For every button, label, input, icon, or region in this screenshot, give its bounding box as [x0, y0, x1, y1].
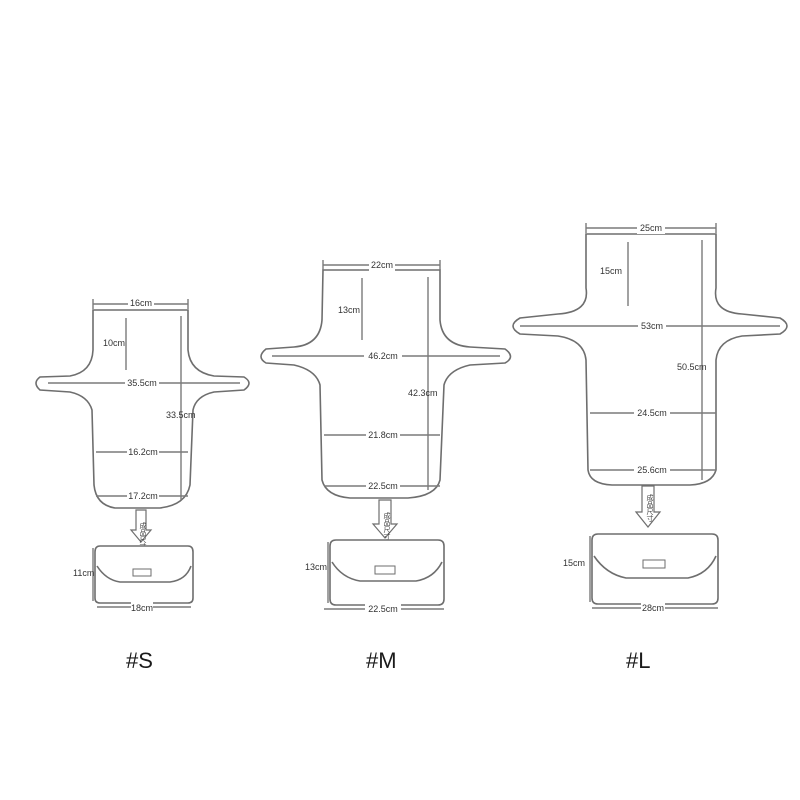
size-m-arm-span: 46.2cm: [368, 351, 398, 361]
size-l-bag-clasp: [642, 559, 666, 569]
size-s-arm-label-bg: [125, 377, 159, 389]
size-s-mid-label-bg: [127, 446, 159, 458]
size-l-bag-height: 15cm: [563, 558, 585, 568]
size-m-group: 22cm 13cm 46.2cm 42.3cm 21.8cm 22.5cm 成品…: [260, 259, 512, 673]
size-l-bottom-width: 25.6cm: [637, 465, 667, 475]
size-m-bag-height: 13cm: [305, 562, 327, 572]
size-s-arrow-text: 成品尺寸: [139, 521, 147, 550]
size-m-bottom-width: 22.5cm: [368, 481, 398, 491]
size-s-down-arrow: [129, 509, 153, 543]
size-l-top-width: 25cm: [640, 223, 662, 233]
size-m-bottom-label-bg: [366, 480, 400, 492]
size-l-arrow-text: 成品尺寸: [646, 493, 654, 522]
size-s-height: 33.5cm: [166, 410, 196, 420]
size-l-neck-depth: 15cm: [600, 266, 622, 276]
size-l-mid-label-bg: [634, 407, 670, 419]
size-l-form-outline: [512, 233, 788, 486]
size-m-neck-depth: 13cm: [338, 305, 360, 315]
size-l-down-arrow: [634, 485, 662, 528]
size-m-down-arrow: [371, 499, 399, 539]
size-s-top-label-bg: [128, 297, 154, 309]
size-l-arm-span: 53cm: [641, 321, 663, 331]
size-m-bag-width-label-bg: [365, 603, 401, 615]
size-l-height: 50.5cm: [677, 362, 707, 372]
size-s-label: #S: [126, 648, 153, 673]
size-m-top-width: 22cm: [371, 260, 393, 270]
size-m-mid-label-bg: [366, 429, 400, 441]
size-s-bag-width-label-bg: [131, 602, 153, 614]
size-s-neck-depth: 10cm: [103, 338, 125, 348]
size-m-label: #M: [366, 648, 397, 673]
size-m-arm-label-bg: [364, 350, 402, 362]
size-s-top-width: 16cm: [130, 298, 152, 308]
size-s-bag-clasp: [132, 568, 152, 577]
size-s-group: 16cm 10cm 35.5cm 33.5cm 16.2cm 17.2cm 成品…: [35, 297, 250, 673]
size-l-top-label-bg: [637, 222, 665, 234]
size-l-bottom-label-bg: [634, 464, 670, 476]
size-s-bottom-width: 17.2cm: [128, 491, 158, 501]
size-m-top-label-bg: [369, 259, 395, 271]
size-m-height: 42.3cm: [408, 388, 438, 398]
size-s-bottom-label-bg: [127, 490, 159, 502]
size-s-arm-span: 35.5cm: [127, 378, 157, 388]
size-l-arm-label-bg: [638, 320, 666, 332]
size-l-group: 25cm 15cm 53cm 50.5cm 24.5cm 25.6cm 成品尺寸…: [512, 222, 788, 673]
size-l-mid-width: 24.5cm: [637, 408, 667, 418]
size-l-bag-width: 28cm: [642, 603, 664, 613]
size-l-label: #L: [626, 648, 650, 673]
size-s-bag-height: 11cm: [73, 568, 94, 578]
size-m-bag-clasp: [374, 565, 396, 575]
size-s-form-outline: [35, 309, 250, 509]
size-m-form-outline: [260, 269, 512, 499]
size-s-bag-width: 18cm: [131, 603, 153, 613]
size-m-mid-width: 21.8cm: [368, 430, 398, 440]
size-m-bag-width: 22.5cm: [368, 604, 398, 614]
size-m-arrow-text: 成品尺寸: [383, 511, 391, 540]
size-l-bag-width-label-bg: [641, 602, 665, 614]
size-s-mid-width: 16.2cm: [128, 447, 158, 457]
